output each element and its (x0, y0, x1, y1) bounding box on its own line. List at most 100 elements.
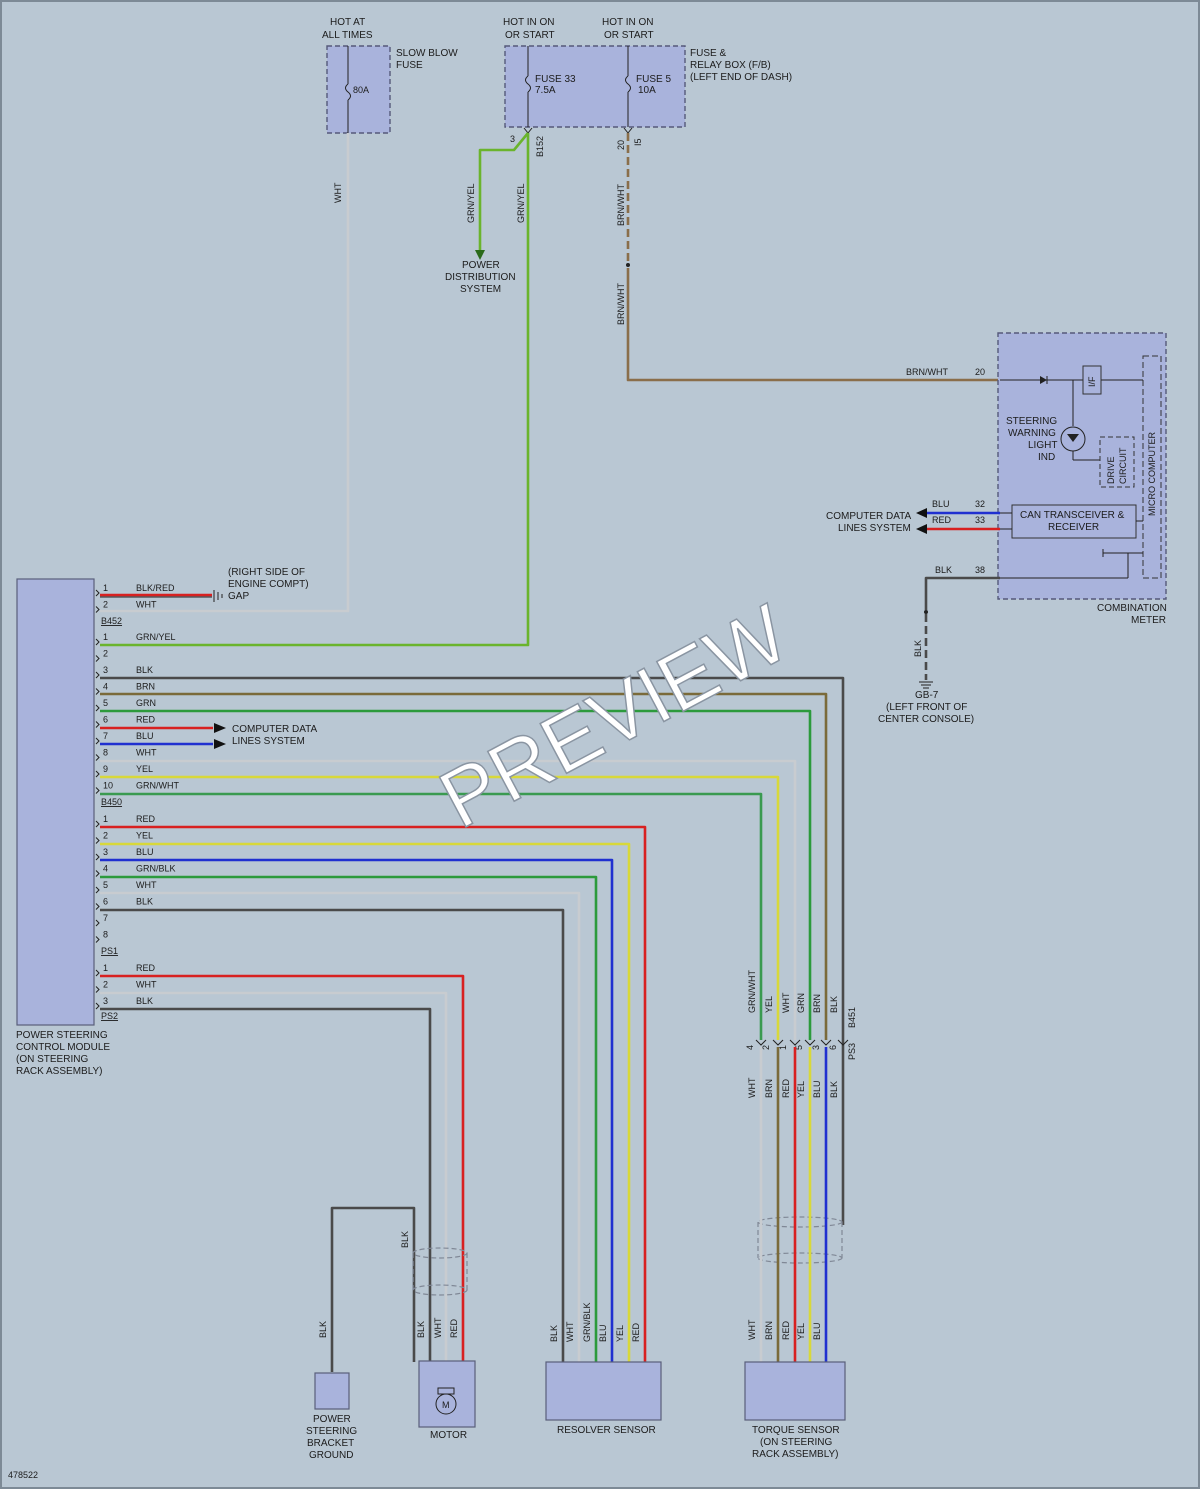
combination-meter-label-1: COMBINATION (1097, 603, 1167, 614)
pin-terminal (95, 886, 100, 894)
pin-wire-color: BLK (136, 665, 153, 675)
label-blk-torque-mid: BLK (829, 1081, 839, 1098)
pin-wire-color: BRN (136, 682, 155, 692)
label-grn-wht-torque-upper: GRN/WHT (747, 970, 757, 1013)
label-red-resolver: RED (631, 1322, 641, 1342)
label-red-torque-mid: RED (781, 1078, 791, 1098)
steering-warning-4: IND (1038, 452, 1055, 463)
wire-grn-wht-b450-10 (100, 792, 763, 1040)
pin-terminal (95, 820, 100, 828)
power-steering-control-module (16, 578, 95, 1026)
pin-terminal (95, 737, 100, 745)
label-brn-wht-meter: BRN/WHT (906, 367, 948, 377)
pin-terminal (95, 919, 100, 927)
pin-wire-color: WHT (136, 600, 157, 610)
wire-yel-b450-9 (100, 775, 780, 1040)
torque-shield (757, 1216, 843, 1264)
label-blu-meter: BLU (932, 499, 950, 509)
conn-i5-label: I5 (633, 138, 643, 146)
fuse33-rating: 7.5A (535, 85, 556, 96)
fuse5-pin: 20 (616, 140, 626, 150)
motor: M MOTOR (418, 1360, 476, 1441)
combination-meter: MICRO COMPUTER I/F DRIVE CIRCUIT STEERIN… (975, 332, 1167, 626)
pin-terminal (95, 787, 100, 794)
slow-blow-name-2: FUSE (396, 60, 423, 71)
can-label-2: RECEIVER (1048, 522, 1099, 533)
wire-brn-wht-meter (626, 268, 1000, 382)
resolver-label: RESOLVER SENSOR (557, 1425, 656, 1436)
wire-wht-ps2-2 (100, 991, 448, 1362)
ps2-wires (100, 974, 465, 1372)
pin-wire-color: BLK/RED (136, 583, 175, 593)
torque-connector: B451 PS3 4 2 1 5 3 6 (745, 1007, 857, 1060)
gap-label-2: ENGINE COMPT) (228, 579, 309, 590)
pin-number: 3 (103, 665, 108, 675)
torque-label-3: RACK ASSEMBLY) (752, 1449, 839, 1460)
label-wht-motor: WHT (433, 1317, 443, 1338)
wire-grn-blk-ps1-4 (100, 875, 598, 1362)
ground-symbol-gb7 (919, 681, 933, 689)
iif-label: I/F (1087, 376, 1097, 387)
label-brn-wht-upper: BRN/WHT (616, 184, 626, 226)
conn-ps1-label: PS1 (101, 946, 118, 956)
fuse33-hot-label-1: HOT IN ON (503, 17, 554, 28)
pin-number: 1 (103, 583, 108, 593)
slow-blow-fuse-box: HOT AT ALL TIMES 80A SLOW BLOW FUSE (322, 17, 458, 134)
ground-gb7-3: CENTER CONSOLE) (878, 714, 974, 725)
meter-pin-33: 33 (975, 515, 985, 525)
label-blk-bracket: BLK (318, 1321, 328, 1338)
torque-label-1: TORQUE SENSOR (752, 1425, 840, 1436)
pin-wire-color: YEL (136, 831, 153, 841)
pin-wire-color: BLU (136, 847, 154, 857)
label-blk-resolver: BLK (549, 1325, 559, 1342)
pin-number: 7 (103, 731, 108, 741)
label-blu-resolver: BLU (598, 1324, 608, 1342)
wire-grn-yel-power-dist (478, 132, 530, 252)
pin-number: 9 (103, 764, 108, 774)
conn-ps3-label: PS3 (847, 1043, 857, 1060)
label-blk-motor: BLK (416, 1321, 426, 1338)
pin-number: 7 (103, 913, 108, 923)
fuse5-hot-label-1: HOT IN ON (602, 17, 653, 28)
pin-number: 2 (103, 649, 108, 659)
wire-blk-ps1-6 (100, 908, 565, 1362)
pin-terminal (95, 638, 100, 646)
power-dist-arrow (475, 250, 485, 260)
pin-number: 6 (103, 897, 108, 907)
upper-wires (100, 132, 1000, 647)
power-distribution-1: POWER (462, 260, 500, 271)
motor-label: MOTOR (430, 1430, 467, 1441)
pin-wire-color: GRN (136, 698, 156, 708)
wire-red-ps1-1 (100, 825, 647, 1362)
wire-blk-b450-3 (100, 676, 845, 1225)
pin-wire-color: BLK (136, 996, 153, 1006)
label-grn-torque-upper: GRN (796, 993, 806, 1013)
fuse5-name: FUSE 5 (636, 74, 671, 85)
fuse5-hot-label-2: OR START (604, 30, 654, 41)
meter-computer-data-1: COMPUTER DATA (826, 511, 912, 522)
motor-shield (412, 1247, 468, 1296)
power-distribution-2: DISTRIBUTION (445, 272, 516, 283)
pin-number: 1 (103, 963, 108, 973)
module-label-2: CONTROL MODULE (16, 1042, 110, 1053)
pin-wire-color: RED (136, 715, 156, 725)
label-brn-torque-low: BRN (764, 1321, 774, 1340)
pin-terminal (95, 936, 100, 943)
wire-blk-meter-ground (924, 576, 1000, 610)
label-wht-torque-mid: WHT (747, 1077, 757, 1098)
label-blk-meter: BLK (935, 565, 952, 575)
bracket-ground-label-1: POWER (313, 1414, 351, 1425)
bracket-ground-label-3: BRACKET (307, 1438, 354, 1449)
pin-number: 4 (103, 864, 108, 874)
pin-number: 3 (103, 847, 108, 857)
fuse33-hot-label-2: OR START (505, 30, 555, 41)
pin-terminal (95, 853, 100, 861)
torque-pin-6: 6 (828, 1045, 838, 1050)
pin-wire-color: WHT (136, 980, 157, 990)
resolver-sensor: RESOLVER SENSOR (545, 1361, 662, 1436)
torque-lower-wires (759, 1047, 828, 1362)
label-yel-torque-mid: YEL (796, 1081, 806, 1098)
fuse5-rating: 10A (638, 85, 656, 96)
pin-terminal (95, 655, 100, 662)
